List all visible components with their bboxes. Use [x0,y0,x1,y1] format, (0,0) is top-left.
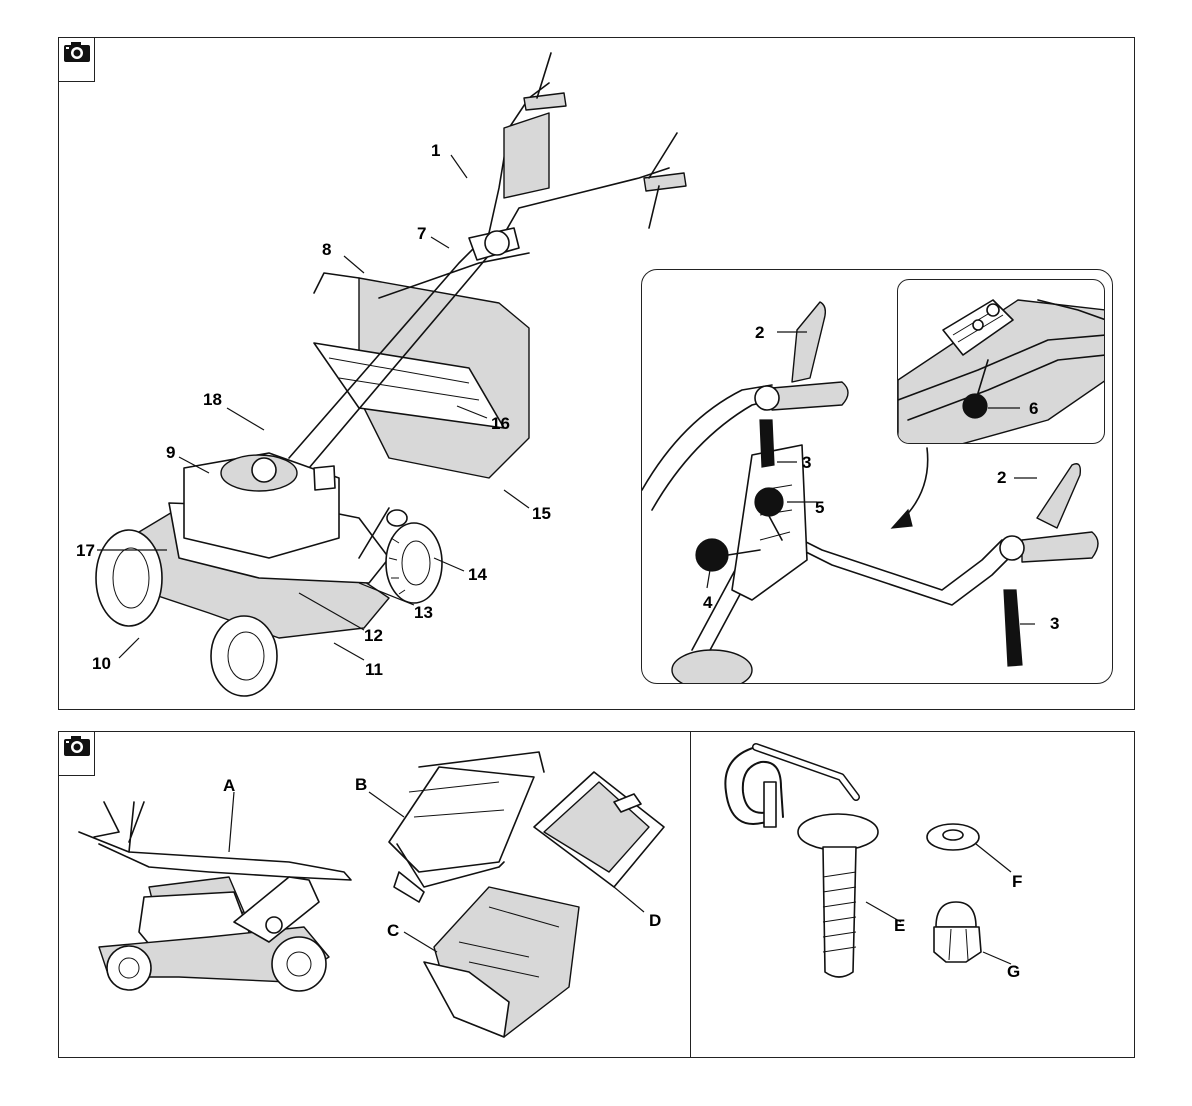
handle-controls-inset: 2 3 5 4 2 3 6 [641,269,1113,684]
main-diagram-panel: 1 7 8 18 16 9 15 17 14 13 12 10 11 [58,37,1135,710]
callout-10: 10 [92,655,111,672]
callout-A: A [223,777,235,794]
callout-E: E [894,917,905,934]
accessories-panel: A B C D [58,731,691,1058]
callout-11: 11 [365,661,383,678]
callout-14: 14 [468,566,487,583]
callout-3-right: 3 [1050,615,1059,632]
callout-6: 6 [1029,400,1038,417]
callout-C: C [387,922,399,939]
callout-13: 13 [414,604,433,621]
callout-D: D [649,912,661,929]
callout-12: 12 [364,627,383,644]
callout-G: G [1007,963,1020,980]
callout-2-left: 2 [755,324,764,341]
hardware-panel: E F G [690,731,1135,1058]
lever-detail-illustration [898,280,1105,444]
callout-16: 16 [491,415,510,432]
callout-18: 18 [203,391,222,408]
callout-4: 4 [703,594,712,611]
callout-3-left: 3 [802,454,811,471]
callout-8: 8 [322,241,331,258]
callout-9: 9 [166,444,175,461]
callout-1: 1 [431,142,440,159]
callout-17: 17 [76,542,95,559]
callout-B: B [355,776,367,793]
callout-7: 7 [417,225,426,242]
hardware-illustration [691,732,1136,1059]
callout-15: 15 [532,505,551,522]
callout-F: F [1012,873,1022,890]
lever-detail-inset: 6 [897,279,1105,444]
callout-5: 5 [815,499,824,516]
accessories-illustration [59,732,692,1059]
callout-2-right: 2 [997,469,1006,486]
